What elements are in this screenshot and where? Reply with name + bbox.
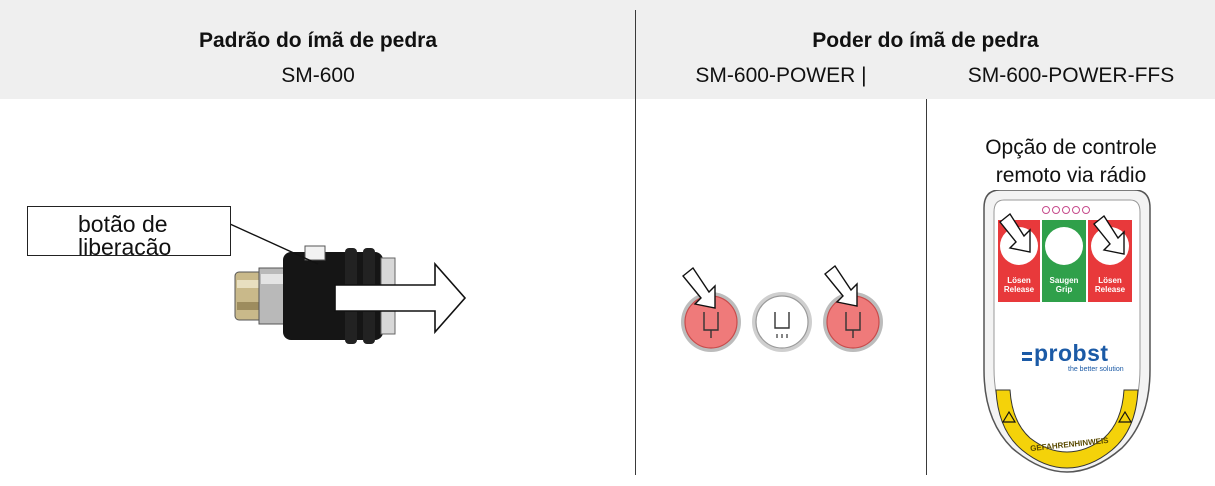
callout-text: botão de liberação <box>78 211 172 256</box>
release-button-callout: botão de liberação <box>27 206 231 256</box>
three-push-buttons-icon <box>681 264 883 352</box>
callout-leader-line <box>229 223 319 265</box>
probst-logo: probst <box>1034 340 1109 366</box>
col1-title: Padrão do ímã de pedra <box>198 29 438 52</box>
col1-model: SM-600 <box>281 64 355 87</box>
col2-model-ffs: SM-600-POWER-FFS <box>967 64 1175 87</box>
ffs-option-line1: Opção de controle <box>985 136 1157 159</box>
col2-model-power: SM-600-POWER | <box>695 64 867 87</box>
column-divider-ffs <box>926 99 927 475</box>
ffs-option-line2: remoto via rádio <box>995 164 1147 187</box>
col2-title: Poder do ímã de pedra <box>812 29 1039 52</box>
probst-tagline: the better solution <box>1068 366 1124 373</box>
header-band <box>0 0 1215 99</box>
quick-release-coupling-icon <box>234 245 467 344</box>
column-divider-main <box>635 10 636 475</box>
